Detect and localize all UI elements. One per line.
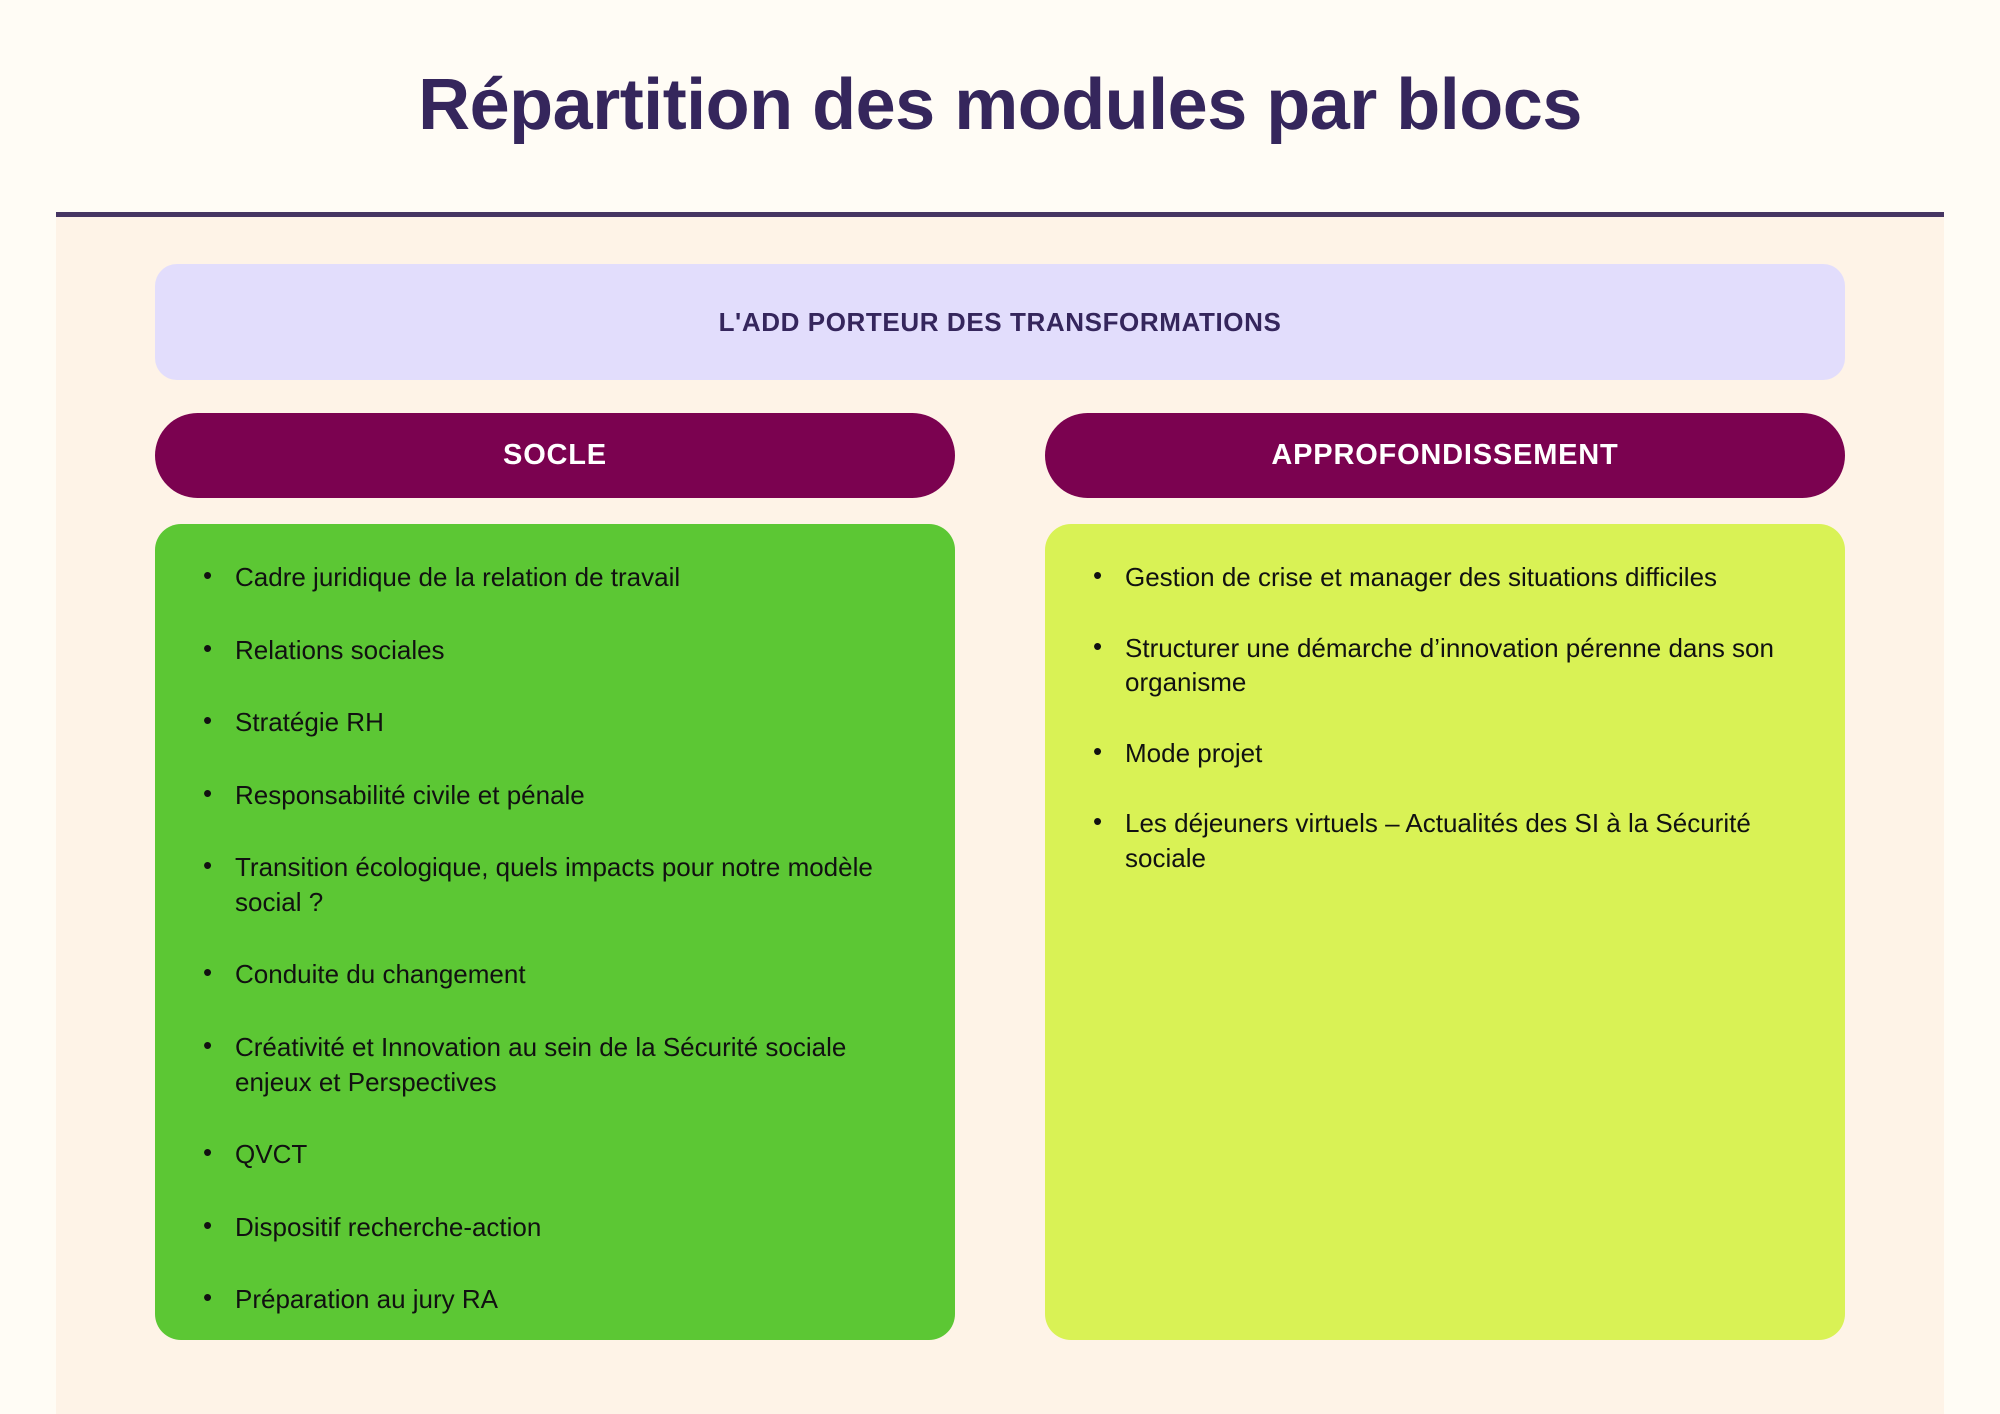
columns-container: SOCLE Cadre juridique de la relation de … bbox=[155, 413, 1845, 1340]
module-list-approfondissement: Gestion de crise et manager des situatio… bbox=[1089, 558, 1801, 875]
list-item: Conduite du changement bbox=[199, 955, 911, 992]
list-item: Structurer une démarche d’innovation pér… bbox=[1089, 629, 1801, 700]
column-header-approfondissement: APPROFONDISSEMENT bbox=[1045, 413, 1845, 498]
column-socle: SOCLE Cadre juridique de la relation de … bbox=[155, 413, 955, 1340]
list-item: Préparation au jury RA bbox=[199, 1280, 911, 1317]
content-board: L'ADD PORTEUR DES TRANSFORMATIONS SOCLE … bbox=[56, 212, 1944, 1414]
module-list-socle: Cadre juridique de la relation de travai… bbox=[199, 558, 911, 1317]
panel-socle: Cadre juridique de la relation de travai… bbox=[155, 524, 955, 1340]
list-item: Les déjeuners virtuels – Actualités des … bbox=[1089, 804, 1801, 875]
list-item: Gestion de crise et manager des situatio… bbox=[1089, 558, 1801, 595]
list-item: Stratégie RH bbox=[199, 703, 911, 740]
column-header-socle: SOCLE bbox=[155, 413, 955, 498]
list-item: Mode projet bbox=[1089, 734, 1801, 771]
page-title: Répartition des modules par blocs bbox=[418, 65, 1582, 146]
column-approfondissement: APPROFONDISSEMENT Gestion de crise et ma… bbox=[1045, 413, 1845, 1340]
list-item: Relations sociales bbox=[199, 631, 911, 668]
banner-label: L'ADD PORTEUR DES TRANSFORMATIONS bbox=[718, 306, 1282, 337]
column-header-approfondissement-label: APPROFONDISSEMENT bbox=[1271, 439, 1619, 471]
banner-add-porteur: L'ADD PORTEUR DES TRANSFORMATIONS bbox=[155, 264, 1845, 380]
list-item: Créativité et Innovation au sein de la S… bbox=[199, 1028, 911, 1099]
list-item: Cadre juridique de la relation de travai… bbox=[199, 558, 911, 595]
title-area: Répartition des modules par blocs bbox=[0, 0, 2000, 212]
list-item: Transition écologique, quels impacts pou… bbox=[199, 848, 911, 919]
list-item: Responsabilité civile et pénale bbox=[199, 776, 911, 813]
column-header-socle-label: SOCLE bbox=[503, 439, 607, 471]
list-item: QVCT bbox=[199, 1135, 911, 1172]
list-item: Dispositif recherche-action bbox=[199, 1208, 911, 1245]
panel-approfondissement: Gestion de crise et manager des situatio… bbox=[1045, 524, 1845, 1340]
